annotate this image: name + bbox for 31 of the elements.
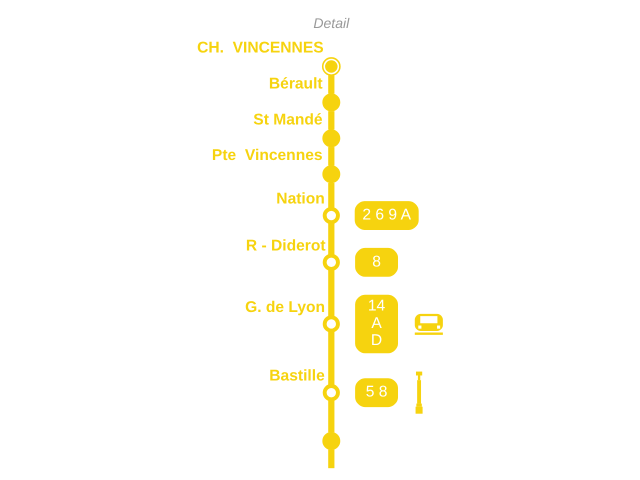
- connector: [328, 111, 334, 130]
- node-circle: [322, 93, 340, 112]
- connector: [328, 147, 334, 166]
- node-circle: [322, 129, 340, 148]
- label: Detail: [313, 14, 350, 31]
- connector: [328, 330, 334, 386]
- connector: [328, 269, 334, 318]
- connector: [328, 222, 334, 256]
- node-box: 2 6 9 A: [354, 201, 419, 230]
- node-label: R - Diderot: [246, 237, 326, 254]
- node-circle: [322, 254, 340, 271]
- connector: [328, 450, 334, 468]
- node-circle: [322, 165, 340, 184]
- node-label: Bastille: [269, 368, 325, 385]
- node-box: 5 8: [355, 378, 398, 408]
- node-circle: [322, 384, 340, 402]
- connector: [328, 183, 334, 209]
- node-box: 14 A D: [355, 294, 398, 354]
- node-label: Bérault: [268, 75, 323, 92]
- node-circle: [322, 57, 341, 76]
- node-label: CH. VINCENNES: [197, 39, 324, 56]
- connector: [328, 75, 334, 94]
- node-circle: [322, 432, 340, 450]
- node-label: G. de Lyon: [245, 298, 326, 316]
- node-label: St Mandé: [253, 111, 323, 128]
- node-circle: [322, 206, 340, 224]
- connector: [328, 400, 334, 432]
- node-box: 8: [355, 248, 398, 277]
- node-circle: [322, 315, 340, 333]
- node-label: Nation: [276, 190, 325, 208]
- node-label: Pte Vincennes: [212, 147, 323, 164]
